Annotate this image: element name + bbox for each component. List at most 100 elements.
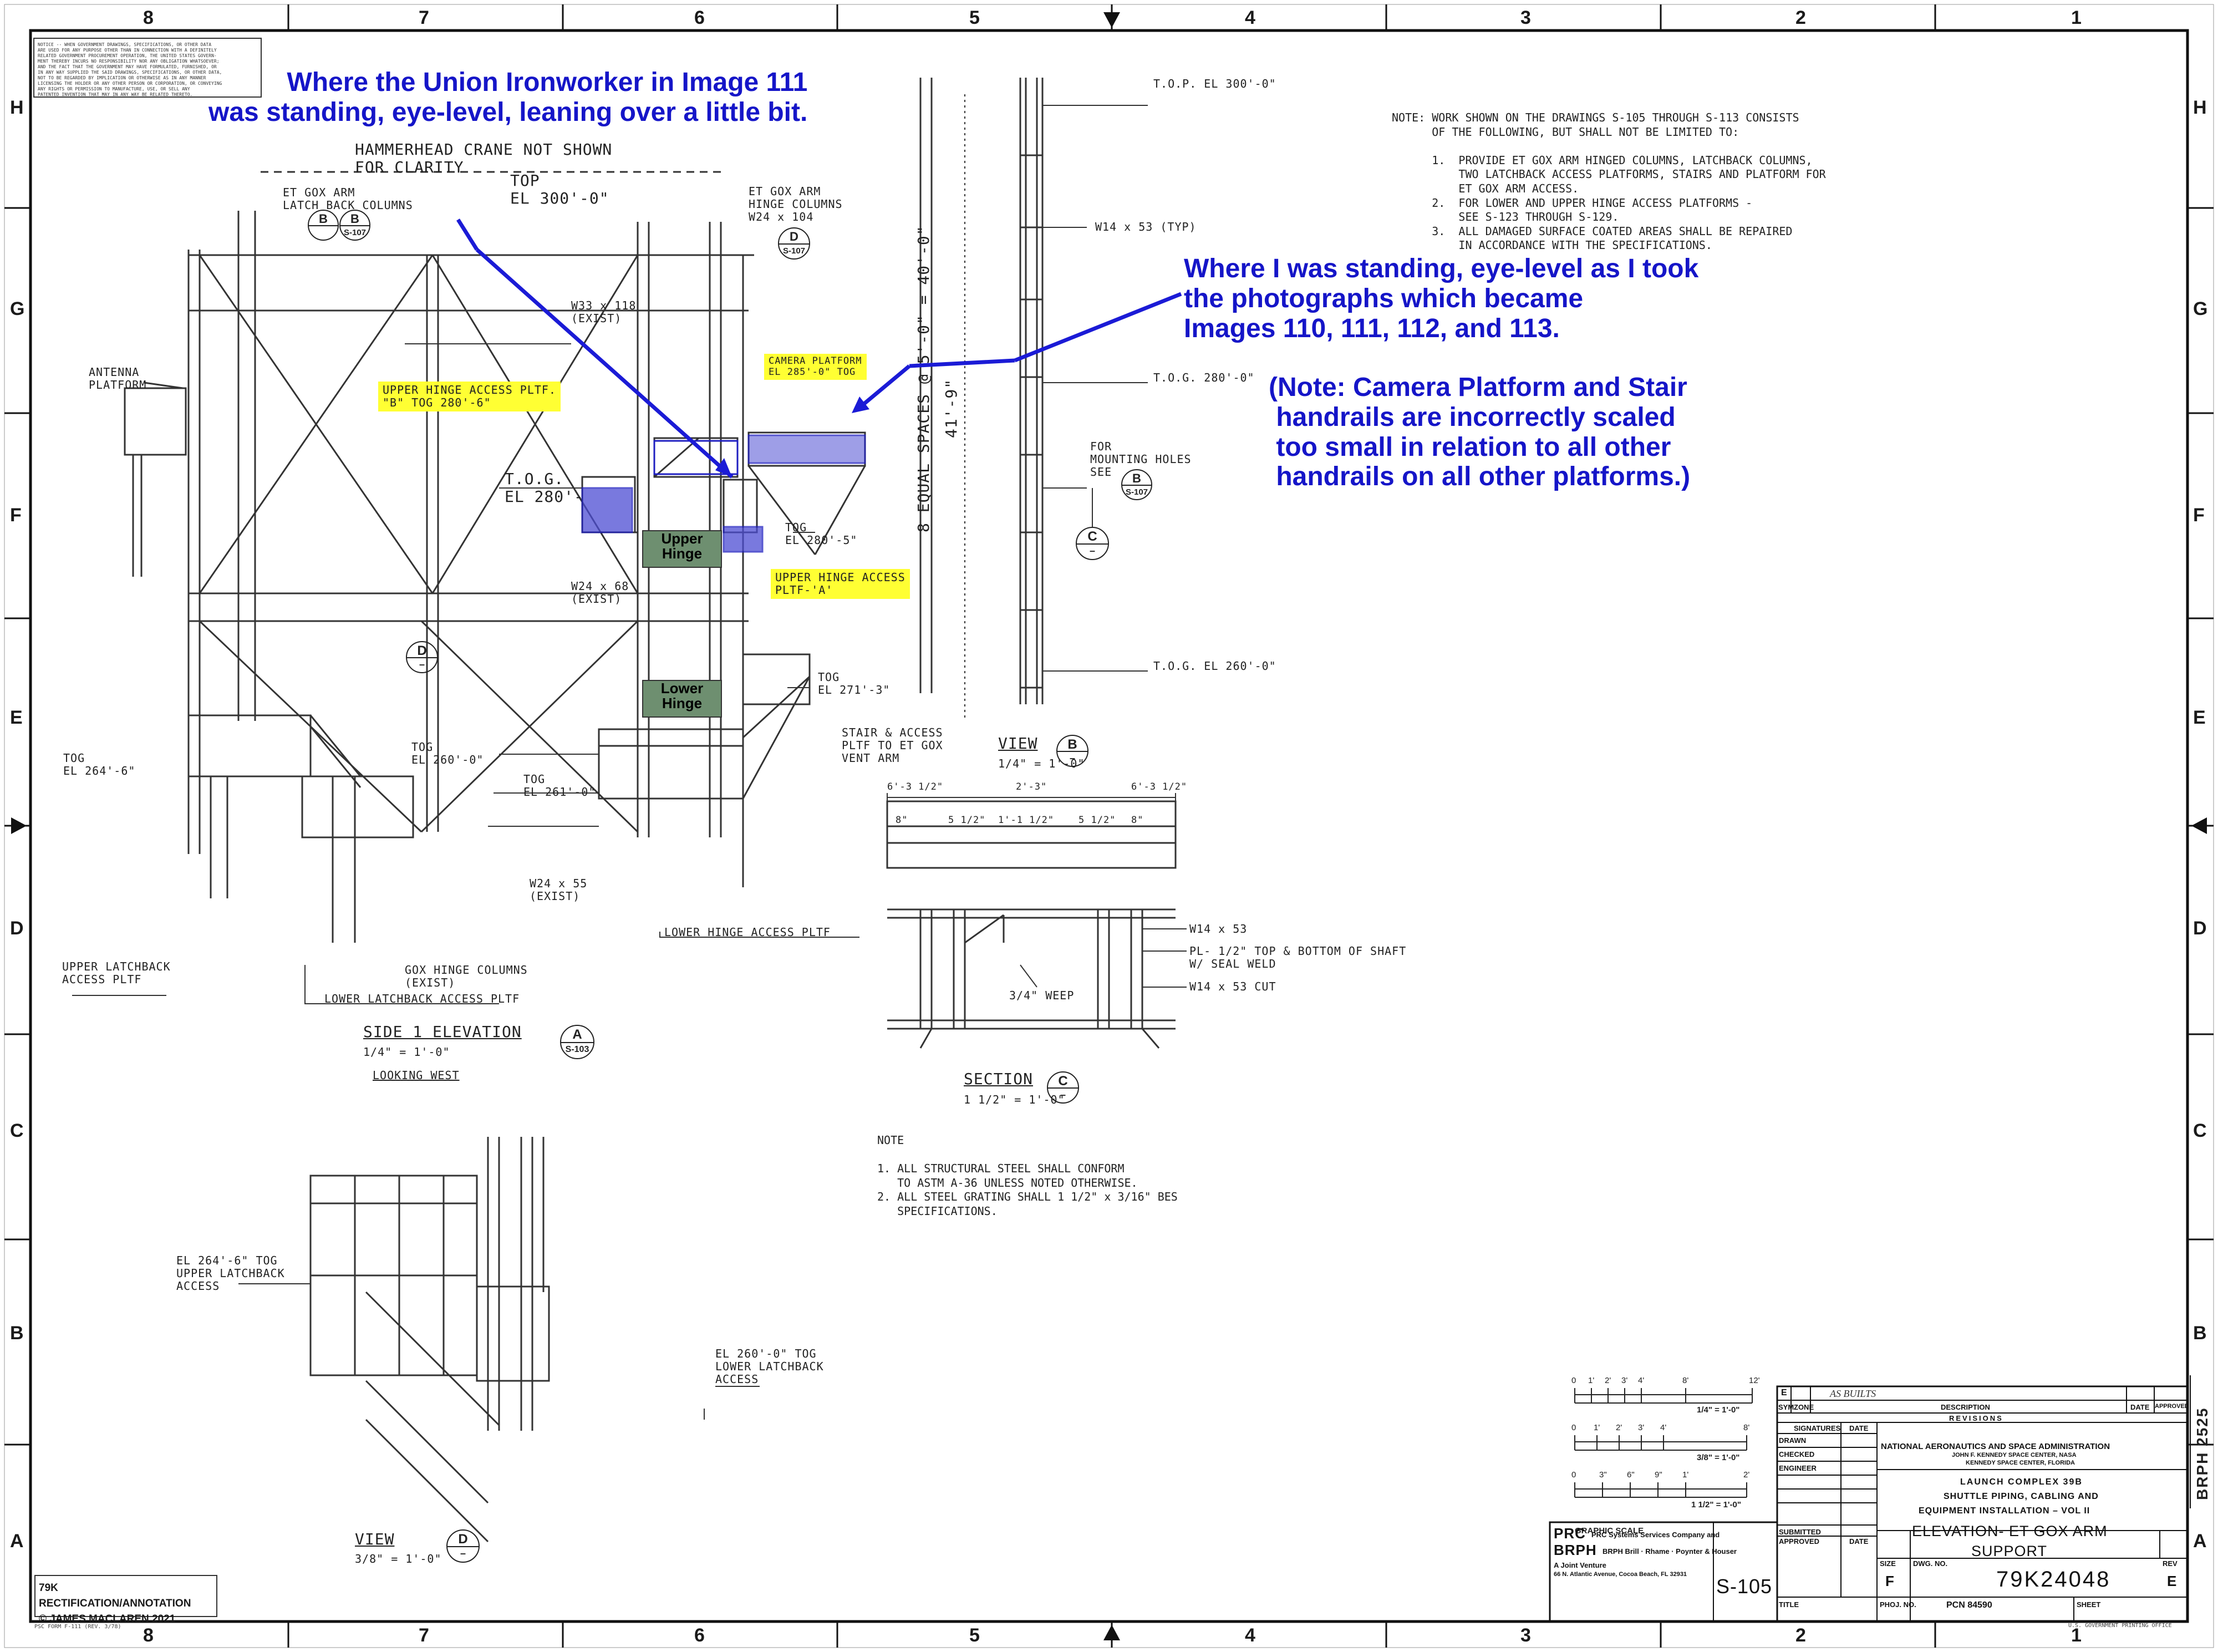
approved-label: APPROVED — [1779, 1537, 1819, 1546]
rev-value: E — [2167, 1573, 2177, 1589]
lower-latchback-label: LOWER LATCHBACK ACCESS PLTF — [324, 992, 520, 1005]
grid-row-left-B: B — [10, 1323, 24, 1344]
general-note: NOTE: WORK SHOWN ON THE DRAWINGS S-105 T… — [1392, 111, 1826, 253]
grid-col-top-7: 7 — [419, 7, 429, 28]
weep-label: 3/4" WEEP — [1009, 989, 1075, 1002]
tog-264-label: TOG EL 264'-6" — [63, 751, 136, 777]
plate-label: PL- 1/2" TOP & BOTTOM OF SHAFT W/ SEAL W… — [1189, 944, 1407, 970]
grid-row-right-B: B — [2193, 1323, 2207, 1344]
scale-tick-label: 4' — [1638, 1376, 1645, 1385]
grid-col-top-1: 1 — [2071, 7, 2082, 28]
drawn-label: DRAWN — [1779, 1436, 1807, 1445]
bubble-letter: D — [458, 1532, 468, 1547]
top-300-label: T.O.P. EL 300'-0" — [1153, 77, 1276, 90]
general-note-line: ET GOX ARM ACCESS. — [1432, 181, 1579, 195]
prc-line-4: 66 N. Atlantic Avenue, Cocoa Beach, FL 3… — [1554, 1571, 1687, 1578]
bubble-sheet: – — [419, 659, 425, 670]
dim-5: 5 1/2" — [948, 815, 986, 826]
hinge-columns-label: ET GOX ARM HINGE COLUMNS W24 x 104 — [749, 185, 843, 223]
center-location: KENNEDY SPACE CENTER, FLORIDA — [1966, 1460, 2075, 1466]
rev-date-header: DATE — [2130, 1403, 2150, 1411]
section-c-title: SECTION — [964, 1070, 1034, 1088]
tog-280b-label: T.O.G. 280'-0" — [1153, 371, 1255, 384]
view-d-title: VIEW — [355, 1530, 395, 1548]
view-b-title: VIEW — [998, 734, 1038, 753]
notice-line: AND THE FACT THAT THE GOVERNMENT MAY HAV… — [38, 64, 217, 69]
scale-tick-label: 6" — [1627, 1470, 1635, 1480]
steel-note: NOTE 1. ALL STRUCTURAL STEEL SHALL CONFO… — [877, 1133, 1178, 1219]
grid-row-right-E: E — [2193, 707, 2206, 728]
notice-line: IN ANY WAY SUPPLIED THE SAID DRAWINGS, S… — [38, 70, 222, 75]
grid-row-left-C: C — [10, 1120, 24, 1141]
center-name: JOHN F. KENNEDY SPACE CENTER, NASA — [1952, 1452, 2077, 1458]
submitted-label: SUBMITTED — [1779, 1528, 1821, 1536]
rev-description: AS BUILTS — [1830, 1388, 1876, 1399]
bubble-letter: B — [350, 212, 359, 226]
grid-col-bottom-4: 4 — [1245, 1625, 1255, 1646]
title-label: TITLE — [1779, 1600, 1799, 1609]
view-bubble-b-right: B S-107 — [339, 210, 370, 241]
brph-logo-text: BRPH — [1554, 1542, 1597, 1558]
notice-line: MENT THEREBY INCURS NO RESPONSIBILITY NO… — [38, 59, 220, 64]
notice-line: PATENTED INVENTION THAT MAY IN ANY WAY B… — [38, 92, 193, 97]
scale-tick-label: 8' — [1682, 1376, 1689, 1385]
dim-7: 5 1/2" — [1079, 815, 1116, 826]
grid-row-right-C: C — [2193, 1120, 2207, 1141]
stair-access-label: STAIR & ACCESS PLTF TO ET GOX VENT ARM — [842, 726, 943, 765]
top-elevation-label: TOP EL 300'-0" — [510, 171, 609, 208]
signatures-header: SIGNATURES — [1794, 1424, 1841, 1432]
equal-spaces-dim: 8 EQUAL SPACES @ 5'-0" = 40'-0" — [914, 225, 933, 532]
upper-hinge-a-label: UPPER HINGE ACCESS PLTF-'A' — [771, 569, 910, 599]
view-bubble-d-top: D S-107 — [778, 227, 810, 260]
grid-col-bottom-6: 6 — [694, 1625, 705, 1646]
grid-row-right-H: H — [2193, 97, 2207, 118]
notice-line: RELATED GOVERNMENT PROCUREMENT OPERATION… — [38, 53, 217, 58]
prc-line-1: PRC Systems Services Company and — [1591, 1531, 1720, 1539]
agency-name: NATIONAL AERONAUTICS AND SPACE ADMINISTR… — [1881, 1442, 2110, 1451]
scale-tick-label: 2' — [1605, 1376, 1611, 1385]
steel-note-line: 2. ALL STEEL GRATING SHALL 1 1/2" x 3/16… — [877, 1190, 1178, 1204]
view-bubble-d-title: D – — [446, 1529, 480, 1563]
upper-latchback-label: UPPER LATCHBACK ACCESS PLTF — [62, 960, 171, 986]
project-line-3: EQUIPMENT INSTALLATION – VOL II — [1919, 1506, 2090, 1516]
dim-6: 1'-1 1/2" — [998, 815, 1055, 826]
scale-tick-label: 4' — [1660, 1423, 1667, 1432]
grid-col-top-2: 2 — [1795, 7, 1806, 28]
checked-label: CHECKED — [1779, 1450, 1815, 1458]
phoj-label: PHOJ. NO. — [1880, 1600, 1916, 1609]
scale-tick-label: 0 — [1571, 1423, 1576, 1432]
grid-row-right-F: F — [2193, 505, 2205, 526]
bubble-letter: A — [572, 1027, 582, 1042]
notice-line: ANY RIGHTS OR PERMISSION TO MANUFACTURE,… — [38, 87, 190, 92]
general-note-line: OF THE FOLLOWING, BUT SHALL NOT BE LIMIT… — [1432, 125, 1739, 139]
view-d-scale: 3/8" = 1'-0" — [355, 1552, 442, 1565]
scale-tick-label: 0 — [1571, 1376, 1576, 1385]
grid-row-right-G: G — [2193, 298, 2208, 319]
scale-tick-label: 1' — [1682, 1470, 1689, 1480]
camera-platform-label: CAMERA PLATFORM EL 285'-0" TOG — [764, 354, 867, 380]
bubble-sheet: S-107 — [782, 246, 806, 256]
mounting-holes-label: FOR MOUNTING HOLES SEE — [1090, 440, 1192, 479]
size-value: F — [1885, 1573, 1894, 1589]
grid-col-bottom-2: 2 — [1795, 1625, 1806, 1646]
w24x55-label: W24 x 55 (EXIST) — [530, 877, 588, 903]
scale-tick-label: 2' — [1743, 1470, 1750, 1480]
sheet-code: S-105 — [1716, 1575, 1773, 1598]
w24x68-label: W24 x 68 (EXIST) — [571, 580, 629, 606]
el-264-tog-label: EL 264'-6" TOG UPPER LATCHBACK ACCESS — [176, 1254, 285, 1293]
view-bubble-d-mid: D – — [406, 641, 438, 673]
w33-label: W33 x 118 (EXIST) — [571, 299, 637, 325]
view-bubble-b-left: B — [308, 210, 339, 241]
tog-261-label: TOG EL 261'-0" — [523, 772, 596, 799]
view-bubble-b-title: B – — [1056, 735, 1088, 767]
size-label: SIZE — [1880, 1559, 1896, 1568]
annotation-photographer: Where I was standing, eye-level as I too… — [1184, 254, 1699, 343]
tog-280-5-label: TOG EL 280'-5" — [785, 521, 858, 547]
lower-hinge-tag: Lower Hinge — [642, 680, 722, 718]
prc-line-2: BRPH Brill · Rhame · Poynter & Houser — [1603, 1547, 1737, 1556]
grid-col-top-5: 5 — [969, 7, 980, 28]
rev-description-header: DESCRIPTION — [1941, 1403, 1990, 1411]
notice-line: NOT TO BE REGARDED BY IMPLICATION OR OTH… — [38, 75, 206, 80]
